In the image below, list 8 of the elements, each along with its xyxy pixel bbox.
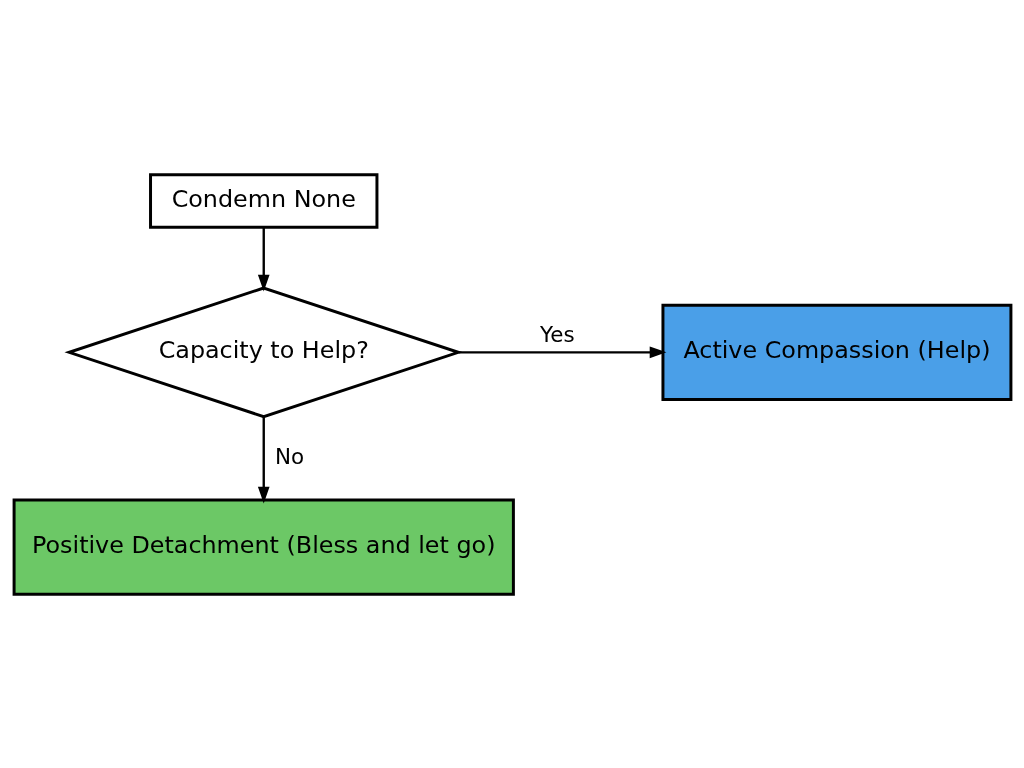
node-box: Positive Detachment (Bless and let go)	[12, 498, 515, 596]
arrow	[257, 416, 270, 503]
edge-label: No	[274, 443, 304, 469]
edge-label: Yes	[539, 321, 575, 347]
arrow	[257, 226, 270, 291]
node-box: Active Compassion (Help)	[660, 303, 1012, 401]
arrow	[458, 345, 666, 358]
node-box: Condemn None	[148, 172, 378, 229]
